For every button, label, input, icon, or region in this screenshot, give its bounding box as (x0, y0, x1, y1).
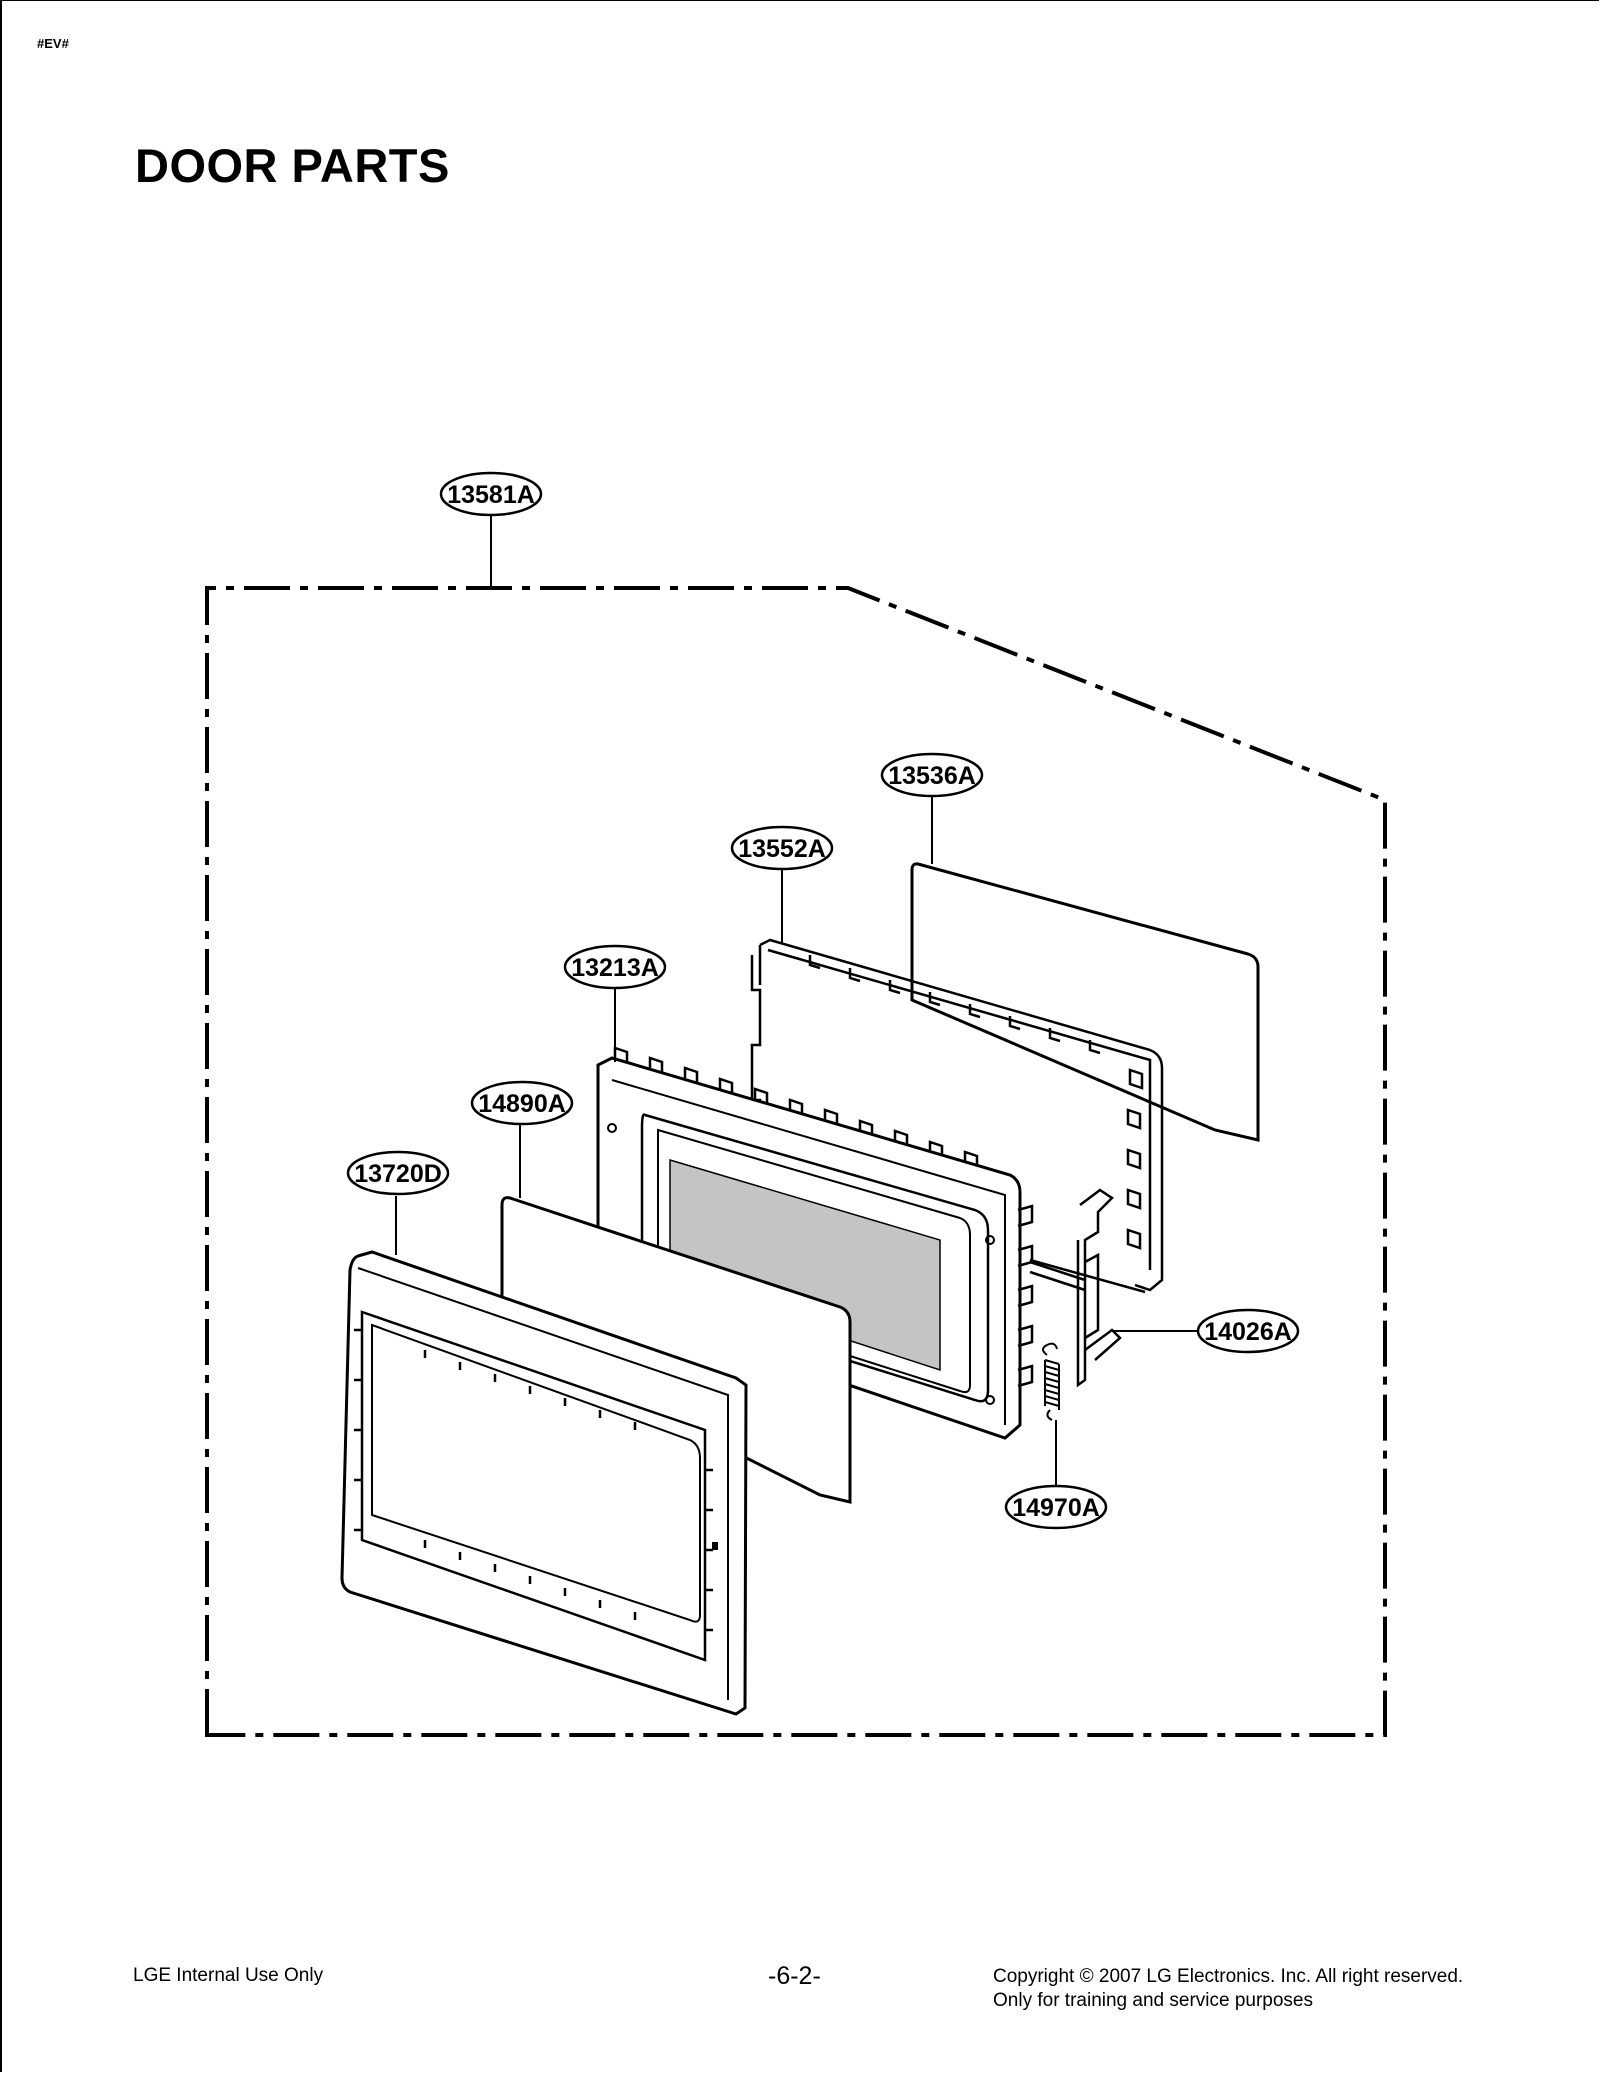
footer-internal-use: LGE Internal Use Only (133, 1965, 324, 1986)
callout-13536A: 13536A (880, 752, 984, 798)
door-frame-shape (596, 1046, 1034, 1440)
callout-label: 13720D (354, 1160, 442, 1188)
footer-page-number: -6-2- (768, 1962, 821, 1990)
latch-hook-shape (1029, 1188, 1122, 1388)
choke-frame-shape (750, 938, 1164, 1294)
callout-14970A: 14970A (1004, 1484, 1108, 1530)
leader-lines (395, 516, 1198, 1487)
callout-13213A: 13213A (563, 944, 667, 990)
shield-plate-rear-shape (910, 862, 1260, 1142)
callout-13581A: 13581A (439, 471, 543, 517)
callout-14890A: 14890A (470, 1080, 574, 1126)
callout-label: 14970A (1012, 1494, 1100, 1522)
document-code: #EV# (37, 36, 69, 51)
copyright-line: Copyright © 2007 LG Electronics. Inc. Al… (993, 1966, 1464, 1987)
callout-13552A: 13552A (730, 825, 834, 871)
callout-14026A: 14026A (1196, 1308, 1300, 1354)
callout-label: 13536A (888, 762, 976, 790)
callout-13720D: 13720D (346, 1150, 450, 1196)
page-title: DOOR PARTS (135, 139, 450, 192)
shield-plate-front-shape (500, 1196, 852, 1504)
callout-label: 14890A (478, 1090, 566, 1118)
callout-label: 13552A (738, 835, 826, 863)
usage-note-line: Only for training and service purposes (993, 1990, 1313, 2011)
footer-copyright: Copyright © 2007 LG Electronics. Inc. Al… (993, 1965, 1463, 2013)
door-front-frame-shape (340, 1250, 748, 1716)
callout-label: 13581A (447, 481, 535, 509)
assembly-boundary (205, 586, 1387, 1737)
callout-label: 13213A (571, 954, 659, 982)
latch-spring-shape (1042, 1342, 1060, 1421)
callout-label: 14026A (1204, 1318, 1292, 1346)
